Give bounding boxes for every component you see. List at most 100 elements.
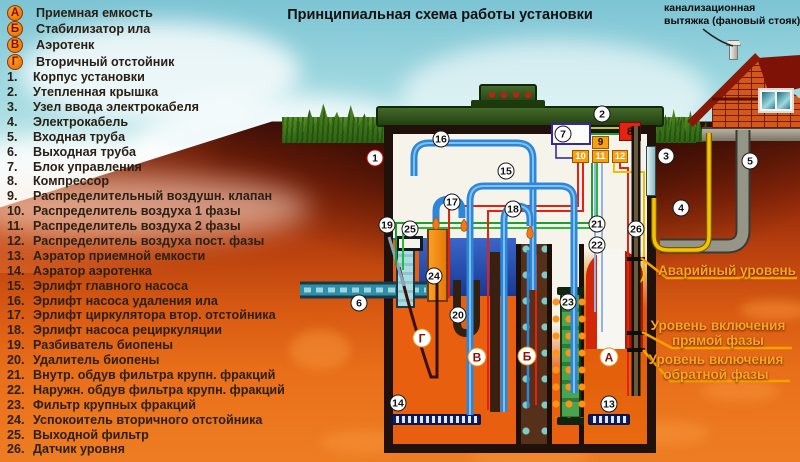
legend-item-label: Распределитель воздуха 1 фазы [33,204,241,219]
legend-letter-label: Аэротенк [36,38,95,53]
page-title: Принципиальная схема работы установки [287,7,593,23]
legend-item-row: 17. Эрлифт циркулятора втор. отстойника [4,308,298,323]
callout-17: 17 [443,193,461,211]
legend-item-row: 1. Корпус установки [4,70,298,85]
legend-letter-chip: А [7,5,23,22]
legend-item-number: 5. [7,129,18,144]
callout-13: 13 [600,395,618,413]
reverse-phase-line2: обратной фазы [663,367,769,382]
legend-item-row: 2. Утепленная крышка [4,85,298,100]
reverse-phase-label: Уровень включения обратной фазы [638,352,794,382]
pointer-direct [641,330,792,350]
air-line-green-1 [395,163,593,266]
valve-box: 9 [592,136,609,149]
callout-4: 4 [672,199,690,217]
dist-box-12: 12 [612,150,628,163]
callout-25: 25 [401,220,419,238]
legend-item-label: Эрлифт насоса удаления ила [33,293,218,308]
legend-item-number: 18. [7,323,25,338]
stabilizer-zone [516,244,552,444]
legend-item-number: 6. [7,144,18,159]
legend-item-number: 24. [7,412,25,427]
vent-label: канализационная вытяжка (фановый стояк) [664,2,800,27]
legend-item-label: Распределитель воздуха пост. фазы [33,233,265,248]
legend-letter-chip: В [7,37,23,54]
callout-letter-b: Б [517,346,537,366]
legend-letter-label: Стабилизатор ила [36,22,151,37]
legend-item-number: 11. [7,219,24,234]
inlet-pipe [660,130,749,252]
callout-18: 18 [504,200,522,218]
vent-label-line1: канализационная [664,2,756,14]
legend-item-number: 19. [7,338,25,353]
dist-box-10: 10 [572,150,589,163]
legend-item-row: 26. Датчик уровня [4,442,298,457]
foam-remover-pipe [453,280,480,338]
legend-item-row: 12. Распределитель воздуха пост. фазы [4,234,298,249]
casing-pipe [490,252,500,412]
direct-phase-line2: прямой фазы [672,333,764,348]
callout-21: 21 [588,215,606,233]
soil-blob [290,330,350,370]
legend-item-number: 13. [7,248,25,263]
callout-24: 24 [425,267,443,285]
legend-item-row: 10. Распределитель воздуха 1 фазы [4,204,298,219]
legend-item-number: 4. [7,114,18,129]
airlift-15-hl [469,185,575,415]
legend-letter-label: Приемная емкость [36,6,153,21]
direct-phase-label: Уровень включения прямой фазы [640,318,796,348]
air-line-green-2 [402,163,598,270]
vent-label-line2: вытяжка (фановый стояк) [664,14,800,27]
legend-item-label: Узел ввода электрокабеля [33,99,199,114]
legend-item-number: 21. [7,368,25,382]
legend-item-row: 19. Разбиватель биопены [4,338,298,353]
coarse-filter-base [557,417,584,425]
cable-entry-node [646,146,656,196]
legend-item-row: 22. Наружн. обдув фильтра крупн. фракций [4,382,298,397]
pointer-emergency [640,257,797,280]
house-window [758,88,794,113]
control-wire [555,145,573,159]
legend-item-row: 4. Электрокабель [4,114,298,129]
legend-item-row: 8. Компрессор [4,174,298,189]
legend-item-label: Утепленная крышка [33,85,159,100]
window-pane [777,92,790,109]
pointer-vent [702,28,734,47]
drops [432,216,534,239]
reverse-phase-line1: Уровень включения [648,352,784,367]
legend-item-number: 9. [7,189,18,204]
legend-item-row: 20. Удалитель биопены [4,353,298,368]
legend-item-label: Успокоитель вторичного отстойника [33,412,263,427]
legend-item-number: 22. [7,382,25,397]
legend-item-label: Корпус установки [33,70,145,85]
drop [432,216,440,230]
callout-15: 15 [497,162,515,180]
drop [460,218,468,232]
tank-vent-cap-base [471,100,545,108]
house-foundation [702,127,800,141]
electric-cable [652,133,711,252]
legend-item-label: Фильтр крупных фракций [33,397,197,412]
legend-item-row: 13. Аэратор приемной емкости [4,248,298,263]
legend-item-number: 23. [7,397,25,412]
legend-item-number: 20. [7,353,25,368]
legend-item-number: 8. [7,174,18,189]
airlift-15 [466,182,578,415]
legend-item-number: 2. [7,85,18,100]
horizon-haze [0,176,310,240]
legend-letters: А Приемная емкость Б Стабилизатор ила В … [4,5,298,70]
air-line-red-3 [619,163,629,396]
window-pane [762,92,775,109]
legend-letter-label: Вторичный отстойник [36,54,175,69]
vent-hole [489,92,495,98]
legend-item-row: 16. Эрлифт насоса удаления ила [4,293,298,308]
direct-phase-line1: Уровень включения [650,318,786,333]
house-roof-slope [687,53,761,127]
callout-19: 19 [378,216,396,234]
pointer-reverse [642,349,790,383]
legend-item-label: Выходная труба [33,144,137,159]
callout-letter-v: В [467,347,487,367]
legend-item-row: 5. Входная труба [4,129,298,144]
